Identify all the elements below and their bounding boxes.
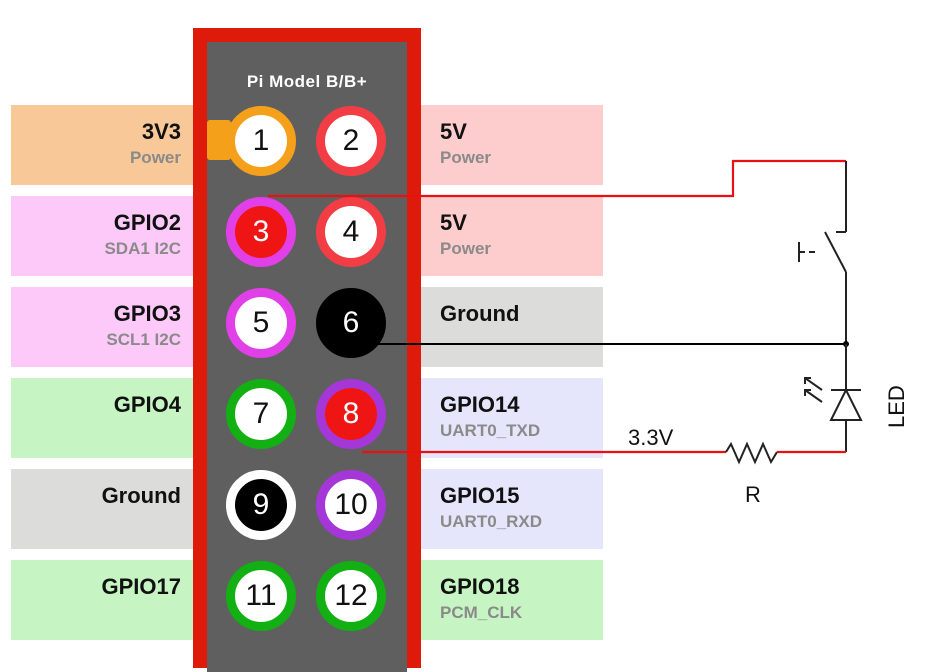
pin-number: 10: [334, 488, 368, 521]
right-label-row-2: 5V Power: [420, 196, 603, 276]
pin-number: 1: [252, 124, 270, 157]
right-label-row-1: 5V Power: [420, 105, 603, 185]
pin-6: 6: [316, 288, 386, 358]
pin-number: 8: [342, 397, 360, 430]
pin-2: 2: [316, 106, 386, 176]
left-label-row-2: GPIO2 SDA1 I2C: [11, 196, 201, 276]
pin-name: GPIO18: [440, 574, 520, 599]
left-label-row-1: 3V3 Power: [11, 105, 201, 185]
pin-name: GPIO4: [113, 392, 181, 417]
pin-number: 2: [342, 124, 360, 157]
pin-12: 12: [316, 561, 386, 631]
left-label-row-4: GPIO4: [11, 378, 201, 458]
left-label-row-5: Ground: [11, 469, 201, 549]
pin-number: 3: [252, 215, 270, 248]
wire-pin3-to-switch: [268, 159, 846, 198]
pin-8: 8: [316, 379, 386, 449]
pin-number: 11: [245, 579, 277, 612]
pin-number: 9: [252, 488, 270, 521]
pin-number: 7: [252, 397, 270, 430]
pin-3: 3: [226, 197, 296, 267]
pin-name: 5V: [440, 210, 467, 235]
pin-4: 4: [316, 197, 386, 267]
pin-name: GPIO17: [101, 574, 181, 599]
pin-name: 5V: [440, 119, 467, 144]
pin-function: SDA1 I2C: [104, 239, 181, 258]
pin-name: 3V3: [141, 119, 181, 144]
pin-number: 12: [334, 579, 368, 612]
pin-name: GPIO14: [440, 392, 520, 417]
pin-name: GPIO3: [113, 301, 181, 326]
pin-10: 10: [316, 470, 386, 540]
led-label: LED: [884, 385, 909, 428]
pin-name: GPIO2: [113, 210, 181, 235]
right-label-row-4: GPIO14 UART0_TXD: [420, 378, 603, 458]
pin-number: 4: [342, 215, 360, 248]
pin-function: UART0_RXD: [440, 512, 543, 531]
right-label-row-5: GPIO15 UART0_RXD: [420, 469, 603, 549]
resistor-icon: [725, 441, 778, 465]
right-label-row-6: GPIO18 PCM_CLK: [420, 560, 603, 640]
pin-name: Ground: [440, 301, 520, 326]
pin-name: GPIO15: [440, 483, 520, 508]
led-diode-icon: [804, 344, 863, 452]
left-label-row-3: GPIO3 SCL1 I2C: [11, 287, 201, 367]
pin-11: 11: [226, 561, 296, 631]
pin-function: UART0_TXD: [440, 421, 541, 440]
pin-9: 9: [226, 470, 296, 540]
voltage-label: 3.3V: [628, 425, 674, 450]
pin-number: 5: [252, 306, 270, 339]
resistor-label: R: [745, 482, 761, 507]
pin-name: Ground: [101, 483, 181, 508]
pin-7: 7: [226, 379, 296, 449]
pin-function: PCM_CLK: [440, 603, 523, 622]
pin-function: Power: [129, 148, 181, 167]
pin-function: Power: [440, 239, 492, 258]
pin-number: 6: [342, 306, 360, 339]
board-title: Pi Model B/B+: [246, 72, 368, 91]
pin-5: 5: [226, 288, 296, 358]
pin-function: SCL1 I2C: [106, 330, 181, 349]
pin-1: 1: [226, 106, 296, 176]
left-label-row-6: GPIO17: [11, 560, 201, 640]
pin-function: Power: [440, 148, 492, 167]
push-button-switch-icon: [798, 161, 847, 344]
right-label-row-3: Ground: [420, 287, 603, 367]
